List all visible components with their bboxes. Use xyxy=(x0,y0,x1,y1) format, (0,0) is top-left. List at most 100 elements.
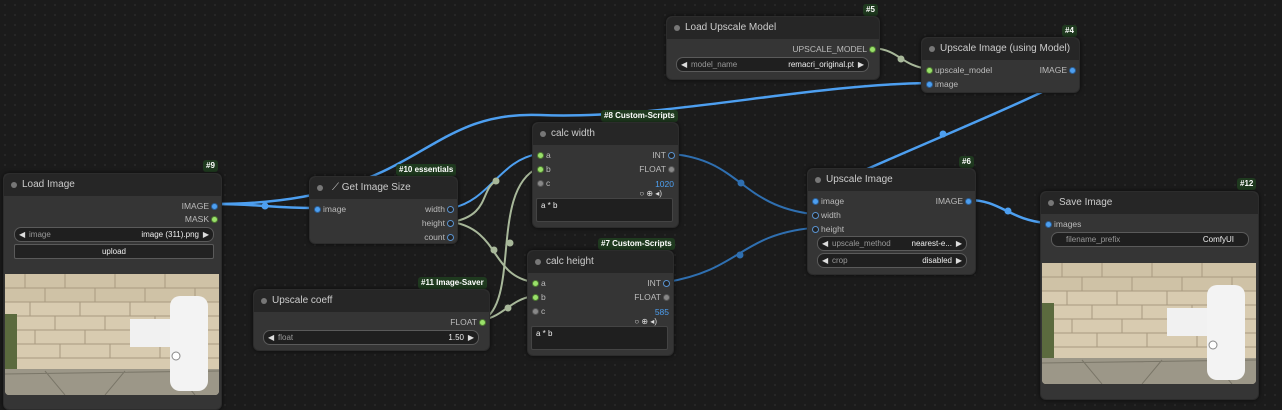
input-pin-b[interactable] xyxy=(537,166,544,173)
output-pin-image[interactable] xyxy=(211,203,218,210)
input-label-b: b xyxy=(541,292,546,302)
collapse-dot-icon[interactable] xyxy=(674,25,680,31)
input-pin-image[interactable] xyxy=(314,206,321,213)
input-pin-height[interactable] xyxy=(812,226,819,233)
output-label-image: IMAGE xyxy=(935,196,963,206)
input-label-upscale-model: upscale_model xyxy=(935,65,993,75)
input-pin-image[interactable] xyxy=(812,198,819,205)
node-calc-height[interactable]: calc height a b c INT FLOAT 585 ○ ⊕ ◂) a… xyxy=(527,250,674,356)
input-label-a: a xyxy=(541,278,546,288)
node-title[interactable]: ⟋ Get Image Size xyxy=(310,177,457,199)
node-title[interactable]: Upscale coeff xyxy=(254,290,489,312)
image-combo[interactable]: ◀ image image (311).png ▶ xyxy=(14,227,214,242)
node-badge: #12 xyxy=(1237,178,1257,190)
model-name-combo[interactable]: ◀ model_name remacri_original.pt ▶ xyxy=(676,57,869,72)
node-get-image-size[interactable]: ⟋ Get Image Size image width height coun… xyxy=(309,176,458,244)
node-save-image[interactable]: Save Image images filename_prefix ComfyU… xyxy=(1040,191,1259,400)
output-pin-count[interactable] xyxy=(447,234,454,241)
output-pin-int[interactable] xyxy=(668,152,675,159)
widget-label: filename_prefix xyxy=(1066,235,1121,244)
collapse-dot-icon[interactable] xyxy=(317,185,323,191)
widget-value: disabled xyxy=(922,256,952,265)
arrow-left-icon[interactable]: ◀ xyxy=(268,333,275,342)
node-calc-width[interactable]: calc width a b c INT FLOAT 1020 ○ ⊕ ◂) a… xyxy=(532,122,679,228)
output-pin-upscale-model[interactable] xyxy=(869,46,876,53)
widget-label: image xyxy=(29,230,51,239)
node-badge: #8 Custom-Scripts xyxy=(601,110,678,122)
arrow-left-icon[interactable]: ◀ xyxy=(19,230,26,239)
node-title[interactable]: calc height xyxy=(528,251,673,273)
node-upscale-image[interactable]: Upscale Image image width height IMAGE ◀… xyxy=(807,168,976,275)
input-label-a: a xyxy=(546,150,551,160)
arrow-left-icon[interactable]: ◀ xyxy=(822,256,829,265)
node-title-text: Upscale Image xyxy=(826,174,893,185)
widget-value: nearest-e... xyxy=(911,239,952,248)
output-pin-mask[interactable] xyxy=(211,216,218,223)
node-title[interactable]: Upscale Image (using Model) xyxy=(922,38,1079,60)
output-pin-float[interactable] xyxy=(663,294,670,301)
arrow-right-icon[interactable]: ▶ xyxy=(857,60,864,69)
node-title[interactable]: Load Upscale Model xyxy=(667,17,879,39)
collapse-dot-icon[interactable] xyxy=(540,131,546,137)
filename-prefix-field[interactable]: filename_prefix ComfyUI xyxy=(1051,232,1249,247)
input-pin-width[interactable] xyxy=(812,212,819,219)
collapse-dot-icon[interactable] xyxy=(11,182,17,188)
node-title[interactable]: Load Image xyxy=(4,174,221,196)
widget-label: float xyxy=(278,333,294,342)
output-pin-float[interactable] xyxy=(668,166,675,173)
output-pin-image[interactable] xyxy=(1069,67,1076,74)
node-title[interactable]: calc width xyxy=(533,123,678,145)
node-load-upscale-model[interactable]: Load Upscale Model UPSCALE_MODEL ◀ model… xyxy=(666,16,880,80)
output-pin-height[interactable] xyxy=(447,220,454,227)
collapse-dot-icon[interactable] xyxy=(261,298,267,304)
playback-controls-icon[interactable]: ○ ⊕ ◂) xyxy=(634,317,657,326)
collapse-dot-icon[interactable] xyxy=(929,46,935,52)
arrow-left-icon[interactable]: ◀ xyxy=(681,60,688,69)
collapse-dot-icon[interactable] xyxy=(535,259,541,265)
upload-button[interactable]: upload xyxy=(14,244,214,259)
node-title-text: Upscale coeff xyxy=(272,295,333,306)
input-label-image: image xyxy=(935,79,959,89)
node-upscale-image-using-model[interactable]: Upscale Image (using Model) upscale_mode… xyxy=(921,37,1080,93)
node-upscale-coeff[interactable]: Upscale coeff FLOAT ◀ float 1.50 ▶ xyxy=(253,289,490,351)
input-label-height: height xyxy=(821,224,845,234)
upscale-method-combo[interactable]: ◀ upscale_method nearest-e... ▶ xyxy=(817,236,967,251)
crop-combo[interactable]: ◀ crop disabled ▶ xyxy=(817,253,967,268)
output-label-width: width xyxy=(425,204,445,214)
output-pin-width[interactable] xyxy=(447,206,454,213)
input-pin-c[interactable] xyxy=(537,180,544,187)
expression-textarea[interactable]: a * b xyxy=(536,198,673,222)
arrow-right-icon[interactable]: ▶ xyxy=(467,333,474,342)
node-title[interactable]: Save Image xyxy=(1041,192,1258,214)
input-pin-upscale-model[interactable] xyxy=(926,67,933,74)
node-title[interactable]: Upscale Image xyxy=(808,169,975,191)
input-pin-images[interactable] xyxy=(1045,221,1052,228)
input-pin-b[interactable] xyxy=(532,294,539,301)
widget-value: remacri_original.pt xyxy=(788,60,854,69)
collapse-dot-icon[interactable] xyxy=(815,177,821,183)
input-pin-a[interactable] xyxy=(532,280,539,287)
output-label-int: INT xyxy=(647,278,661,288)
node-badge: #6 xyxy=(959,156,974,168)
float-widget[interactable]: ◀ float 1.50 ▶ xyxy=(263,330,479,345)
input-pin-c[interactable] xyxy=(532,308,539,315)
output-label-float: FLOAT xyxy=(639,164,666,174)
widget-label: model_name xyxy=(691,60,738,69)
arrow-left-icon[interactable]: ◀ xyxy=(822,239,829,248)
arrow-right-icon[interactable]: ▶ xyxy=(202,230,209,239)
playback-controls-icon[interactable]: ○ ⊕ ◂) xyxy=(639,189,662,198)
arrow-right-icon[interactable]: ▶ xyxy=(955,256,962,265)
collapse-dot-icon[interactable] xyxy=(1048,200,1054,206)
output-label-count: count xyxy=(424,232,445,242)
output-pin-int[interactable] xyxy=(663,280,670,287)
input-pin-a[interactable] xyxy=(537,152,544,159)
arrow-right-icon[interactable]: ▶ xyxy=(955,239,962,248)
output-pin-float[interactable] xyxy=(479,319,486,326)
expression-textarea[interactable]: a * b xyxy=(531,326,668,350)
ruler-icon: ⟋ xyxy=(332,182,339,193)
input-pin-image[interactable] xyxy=(926,81,933,88)
input-label-images: images xyxy=(1054,219,1082,229)
output-pin-image[interactable] xyxy=(965,198,972,205)
node-load-image[interactable]: Load Image IMAGE MASK ◀ image image (311… xyxy=(3,173,222,410)
input-label-b: b xyxy=(546,164,551,174)
